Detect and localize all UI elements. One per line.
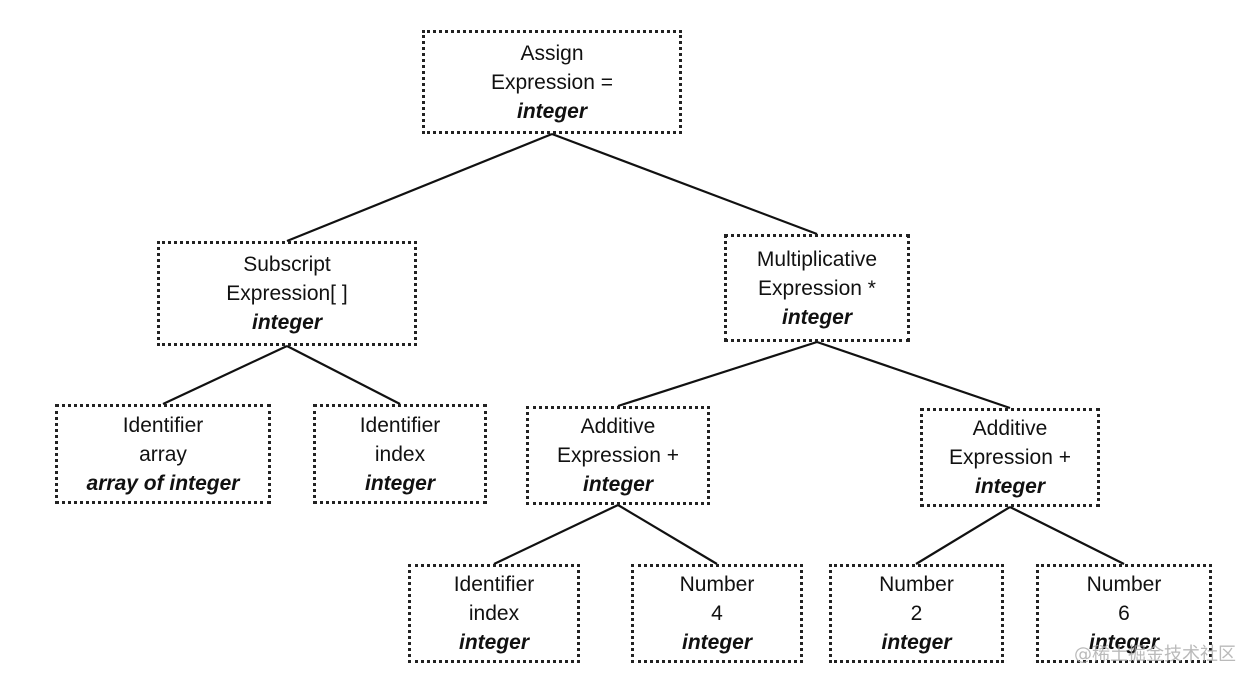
node-expr: Expression = (491, 70, 613, 94)
edge-mult-add2 (816, 340, 1011, 410)
assign-expression-node: Assign Expression = integer (422, 30, 682, 134)
edge-add2-num2 (915, 506, 1011, 565)
identifier-array-node: Identifier array array of integer (55, 404, 271, 504)
node-expr: Expression + (557, 444, 679, 467)
number-6-node: Number 6 integer (1036, 564, 1212, 663)
node-value: 6 (1118, 602, 1130, 625)
node-expr: Expression * (758, 276, 876, 300)
multiplicative-expression-node: Multiplicative Expression * integer (724, 234, 910, 342)
node-type: integer (251, 311, 322, 334)
node-kind: Identifier (359, 413, 441, 437)
node-expr: Expression + (949, 446, 1071, 469)
node-kind: Subscript (243, 253, 331, 276)
edge-add1-id-index2 (493, 504, 619, 565)
node-name: array (139, 442, 187, 466)
node-expr: Expression[ ] (226, 282, 348, 305)
node-type: integer (781, 305, 852, 329)
node-value: 2 (910, 602, 923, 625)
edge-assign-mult (551, 132, 818, 236)
node-kind: Identifier (453, 573, 535, 596)
node-kind: Additive (580, 415, 656, 438)
node-type: integer (364, 471, 435, 495)
node-type: integer (516, 99, 587, 123)
number-2-node: Number 2 integer (829, 564, 1004, 663)
node-value: 4 (711, 602, 723, 625)
additive-expression-node-2: Additive Expression + integer (920, 408, 1100, 507)
identifier-index-node-2: Identifier index integer (408, 564, 580, 663)
node-kind: Assign (520, 41, 584, 65)
node-type: integer (458, 631, 529, 654)
node-kind: Identifier (122, 413, 204, 437)
node-name: index (468, 602, 520, 625)
node-type: integer (974, 475, 1045, 498)
node-kind: Number (1086, 573, 1162, 596)
node-type: integer (1088, 631, 1159, 654)
subscript-expression-node: Subscript Expression[ ] integer (157, 241, 417, 346)
node-type: integer (582, 473, 653, 496)
edge-add2-num6 (1009, 506, 1125, 565)
additive-expression-node-1: Additive Expression + integer (526, 406, 710, 505)
edge-subscript-id-index (286, 345, 401, 405)
node-type: integer (881, 631, 952, 654)
node-name: index (374, 442, 426, 466)
node-kind: Number (679, 573, 755, 596)
node-type: array of integer (86, 471, 240, 495)
node-kind: Multiplicative (756, 247, 878, 271)
edge-add1-num4 (617, 504, 718, 565)
node-kind: Additive (972, 417, 1048, 440)
edge-subscript-id-array (162, 345, 288, 405)
node-type: integer (681, 631, 752, 654)
node-kind: Number (879, 573, 954, 596)
number-4-node: Number 4 integer (631, 564, 803, 663)
edge-assign-subscript (286, 132, 553, 243)
edge-mult-add1 (617, 340, 818, 408)
watermark-text: @稀土掘金技术社区 (1074, 644, 1236, 665)
identifier-index-node: Identifier index integer (313, 404, 487, 504)
